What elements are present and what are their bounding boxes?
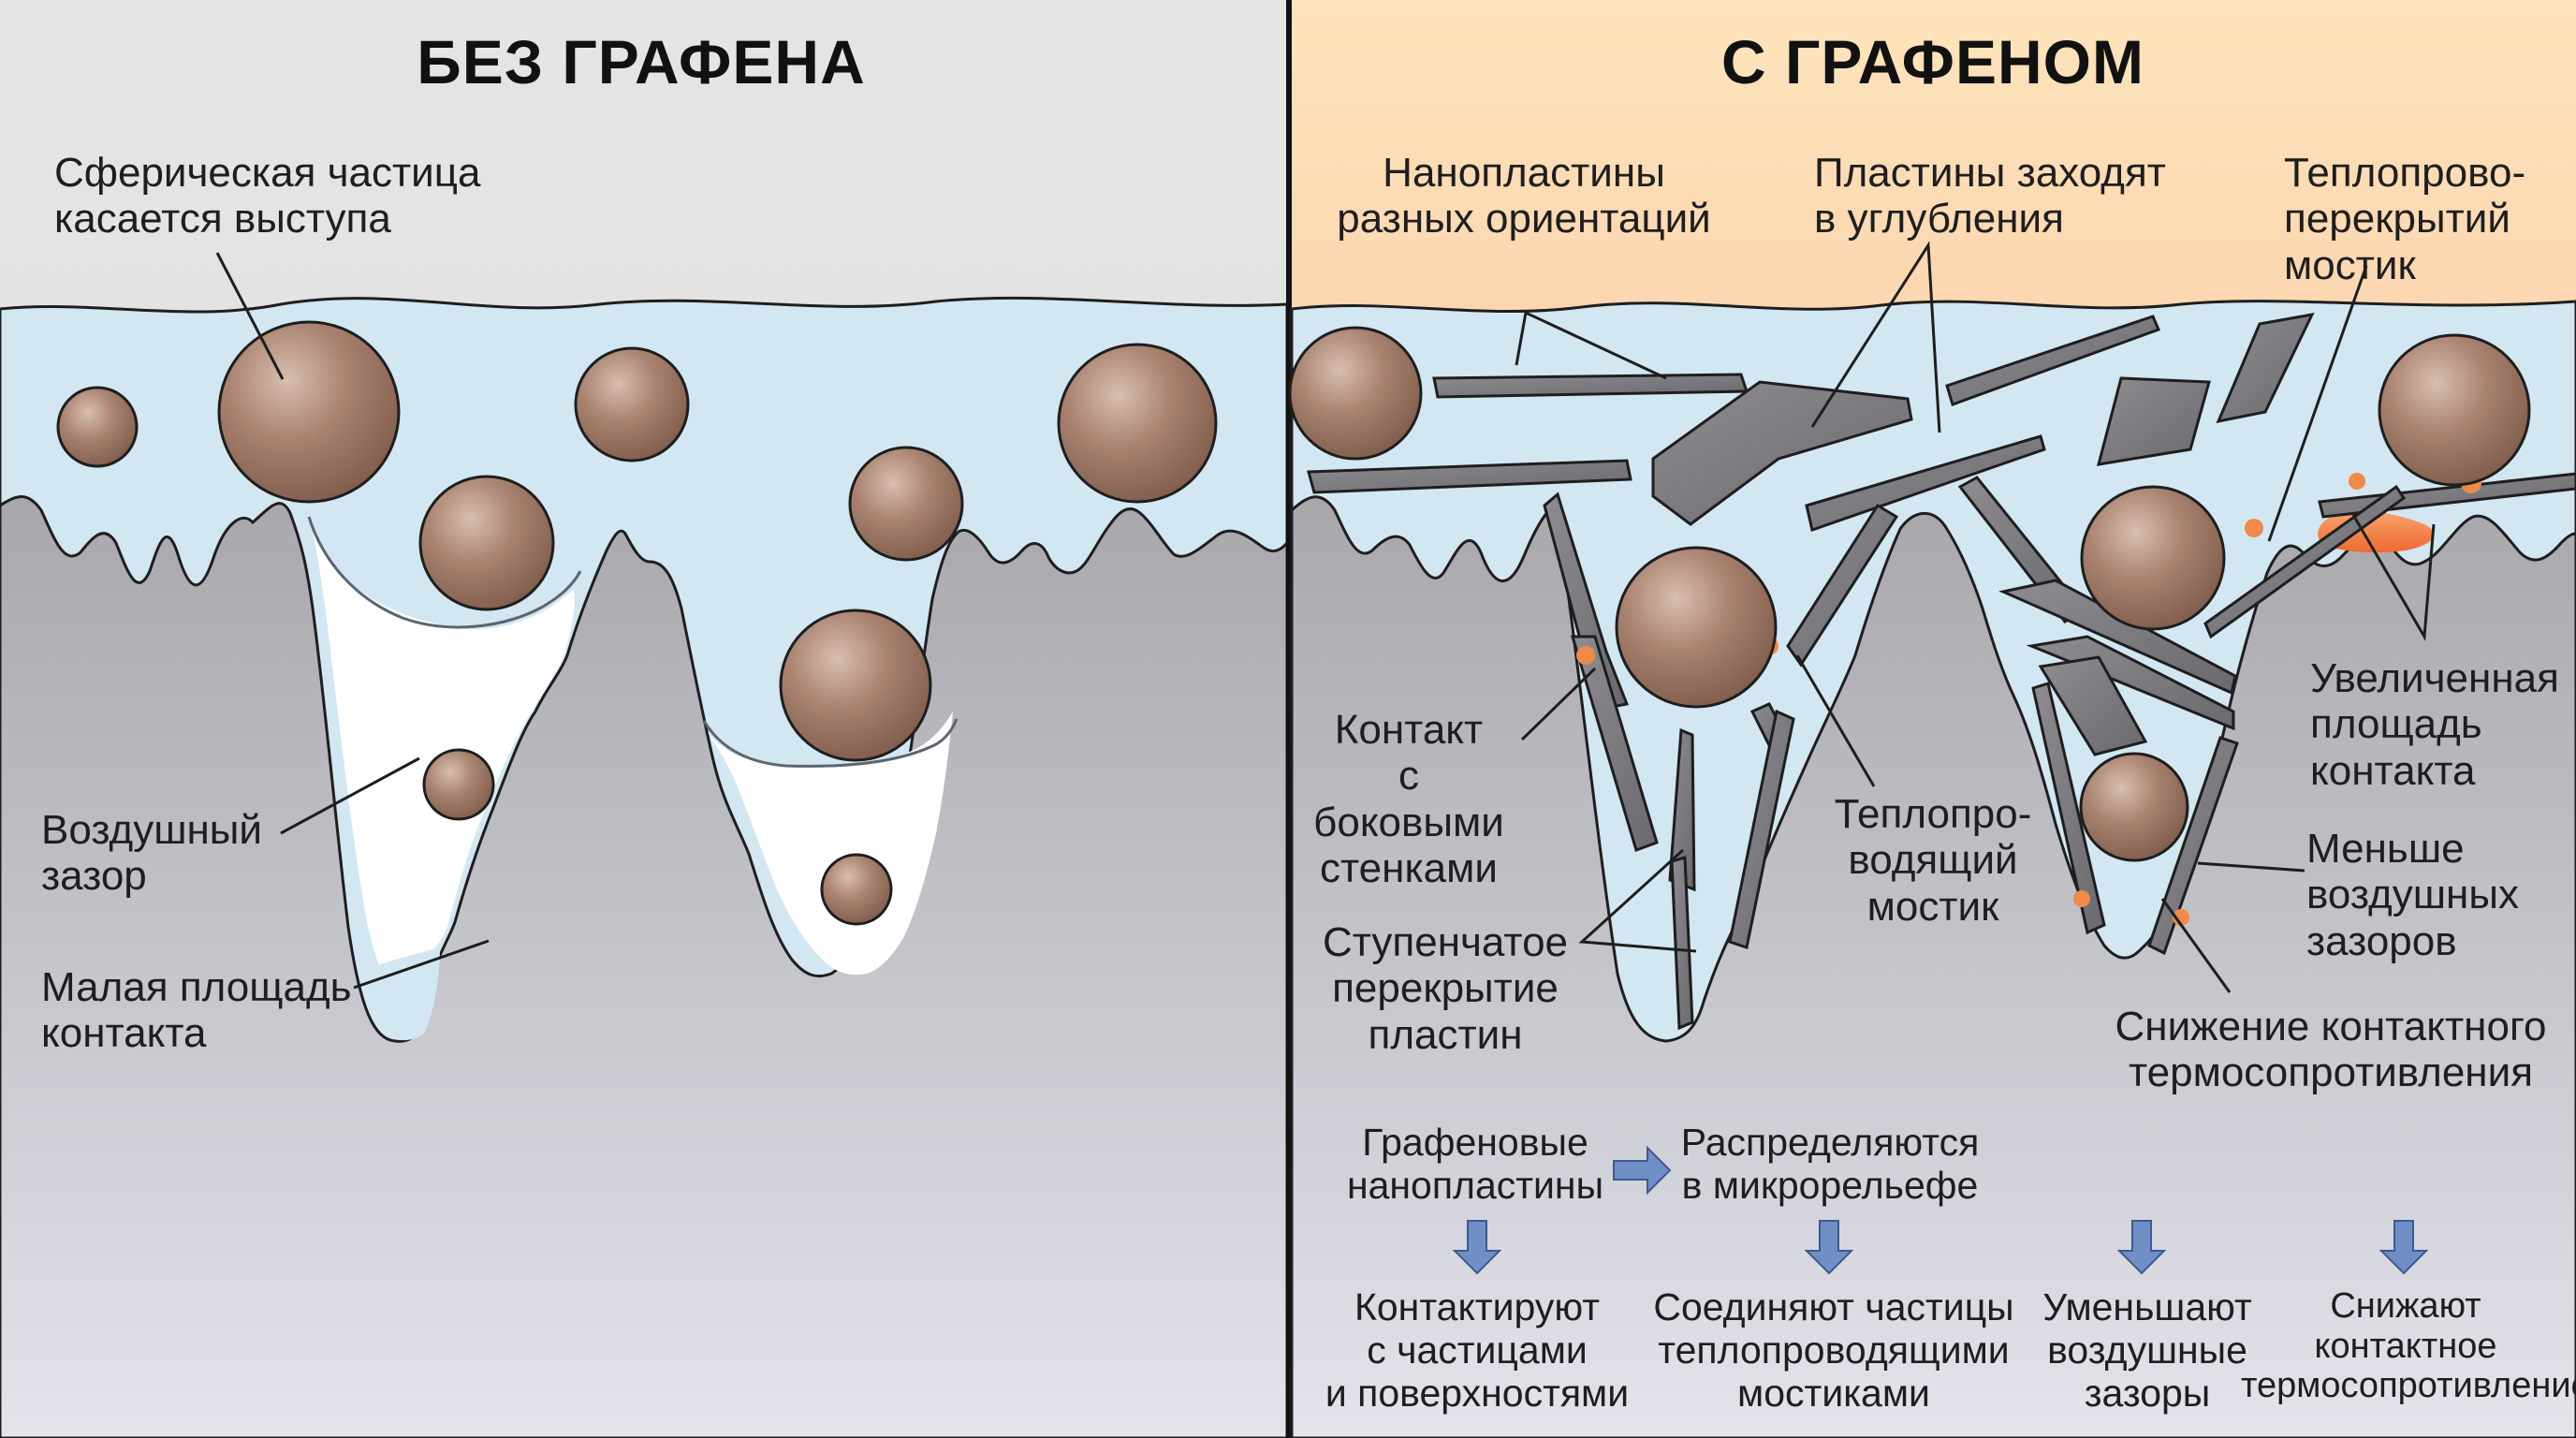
label-plates-enter: Пластины заходят в углубления [1814,150,2166,242]
label-bridge-top: Теплопрово- перекрытий мостик [2284,150,2526,288]
left-particle [848,446,964,562]
heat-bridge [2245,519,2263,537]
graphene-plate [2203,484,2407,639]
label-increased-area: Увеличенная площадь контакта [2310,655,2559,794]
right-particle [2080,485,2226,631]
right-panel-graphics [1288,0,2576,1438]
right-particle [2079,752,2189,862]
label-fewer-gaps: Меньше воздушных зазоров [2306,826,2519,964]
label-step-overlap: Ступенчатое перекрытие пластин [1322,919,1569,1058]
label-reduced-resistance: Снижение контактного термосопротивления [2115,1004,2547,1096]
graphene-plate [2038,655,2148,756]
arrow-down-icon [1452,1220,1502,1275]
heat-bridge [2349,473,2365,490]
graphene-plate [1651,380,1913,526]
graphene-plate [1998,579,2237,696]
graphene-plate [1728,709,1795,949]
flow-connect-particles: Соединяют частицы теплопроводящими мости… [1653,1285,2014,1415]
label-nanoplates-orientation: Нанопластины разных ориентаций [1337,150,1711,242]
flow-reduce-gaps: Уменьшают воздушные зазоры [2042,1285,2252,1415]
arrow-down-icon [1804,1220,1854,1275]
arrow-down-icon [2116,1220,2167,1275]
graphene-plate [1945,315,2161,406]
left-air-gap-1 [309,515,575,983]
graphene-plate [1670,856,1694,1031]
graphene-plate [2147,736,2239,956]
heat-bridge [2173,909,2189,926]
right-particle [1615,546,1778,709]
graphene-plate [2031,682,2106,935]
graphene-plate [1786,503,1899,668]
right-substrate [1290,495,2576,1438]
heat-bridge [1576,646,1595,665]
label-sphere-touch: Сферическая частица касается выступа [54,150,481,242]
left-air-gap-2 [708,712,953,976]
flow-contact-particles: Контактируют с частицами и поверхностями [1325,1285,1630,1415]
left-particle [56,386,139,468]
graphene-plate [2096,376,2211,466]
left-particle [418,475,555,611]
left-particle [820,853,893,926]
left-particle-large [217,320,401,504]
graphene-plate [2216,313,2315,424]
right-panel-title: С ГРАФЕНОМ [1721,27,2144,96]
right-particle [1288,326,1423,461]
right-particle [2378,333,2531,487]
flow-arrows [1452,1145,2429,1275]
right-leader-lines [1515,241,2436,993]
label-small-contact: Малая площадь контакта [41,964,352,1057]
left-particle [574,346,690,462]
left-particle [779,609,932,762]
left-meniscus-2 [702,718,959,768]
arrow-right-icon [1613,1145,1672,1196]
left-leader-lines [215,252,490,990]
label-air-gap: Воздушный зазор [41,807,263,900]
left-panel-graphics [0,0,1289,1438]
left-particle [422,748,495,821]
flow-graphene-nanoplates: Графеновые нанопластины [1346,1121,1604,1207]
graphene-plate [1570,635,1659,852]
label-side-contact: Контакт с боковыми стенками [1313,707,1504,891]
graphene-plate [1307,459,1632,494]
graphene-plates [1307,313,2576,1031]
heat-bridge [2073,890,2090,907]
left-meniscus-1 [307,516,582,629]
graphene-plate [1432,373,1749,399]
graphene-plate [1805,434,2046,532]
flow-reduce-resistance: Снижают контактное термосопротивление [2241,1286,2576,1406]
left-particle [1057,343,1218,504]
arrow-down-icon [2378,1220,2429,1275]
left-substrate [0,495,1289,1438]
flow-distributed: Распределяются в микрорельефе [1680,1121,1980,1207]
left-paste-pocket [367,947,440,1041]
label-bridge-middle: Теплопро- водящий мостик [1834,791,2032,930]
left-panel-title: БЕЗ ГРАФЕНА [417,27,866,96]
